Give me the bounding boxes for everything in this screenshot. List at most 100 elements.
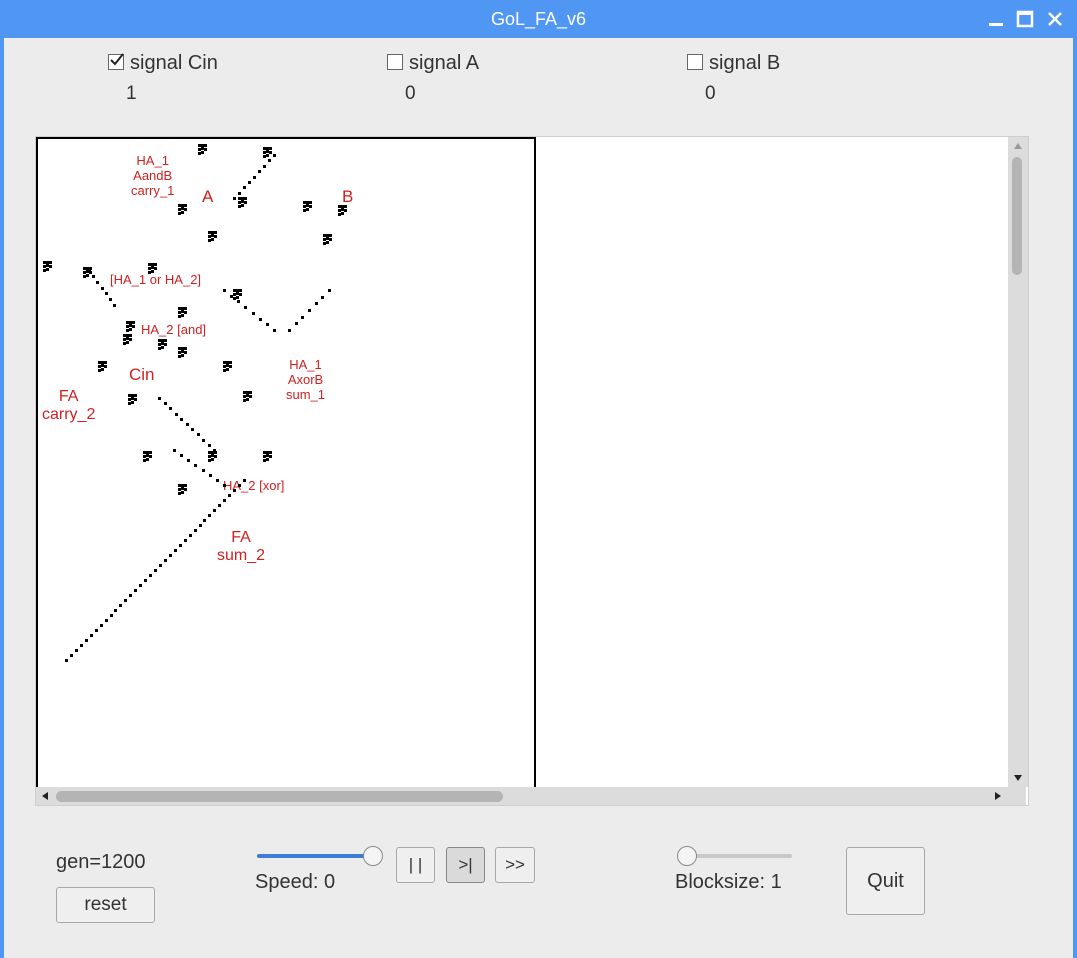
title-bar[interactable]: GoL_FA_v6 — [4, 0, 1073, 38]
live-cell — [323, 234, 326, 237]
live-cell — [46, 268, 49, 271]
scroll-up-icon[interactable] — [1013, 141, 1023, 151]
speed-slider-fill — [257, 854, 373, 858]
signal-cin-value: 1 — [126, 83, 137, 104]
live-cell — [269, 147, 272, 150]
live-cell — [329, 238, 332, 241]
horizontal-scroll-thumb[interactable] — [56, 791, 503, 802]
scroll-left-icon[interactable] — [40, 791, 50, 801]
live-cell — [161, 342, 164, 345]
live-cell — [244, 197, 247, 200]
live-cell — [46, 261, 49, 264]
live-cell — [266, 323, 269, 326]
checkbox-checked-icon[interactable] — [108, 53, 124, 70]
live-cell — [238, 484, 241, 487]
live-cell — [211, 238, 214, 241]
live-cell — [178, 204, 181, 207]
speed-slider-knob[interactable] — [363, 846, 383, 866]
live-cell — [83, 267, 86, 270]
live-cell — [128, 398, 131, 401]
live-cell — [189, 534, 192, 537]
signal-b-checkbox[interactable]: signal B 0 — [687, 52, 780, 104]
live-cell — [128, 394, 131, 397]
live-cell — [174, 549, 177, 552]
live-cell — [86, 270, 89, 273]
signal-a-checkbox[interactable]: signal A 0 — [387, 52, 479, 104]
live-cell — [181, 211, 184, 214]
live-cell — [181, 204, 184, 207]
maximize-icon[interactable] — [1015, 9, 1035, 29]
live-cell — [233, 289, 236, 292]
live-cell — [75, 649, 78, 652]
checkbox-icon[interactable] — [387, 54, 403, 70]
live-cell — [96, 281, 99, 284]
live-cell — [233, 293, 236, 296]
live-cell — [238, 192, 241, 195]
live-cell — [269, 451, 272, 454]
pause-button[interactable]: | | — [396, 847, 435, 883]
live-cell — [306, 201, 309, 204]
live-cell — [169, 407, 172, 410]
blocksize-label: Blocksize: 1 — [675, 871, 782, 893]
live-cell — [243, 395, 246, 398]
label-ha1-sum: HA_1 AxorB sum_1 — [286, 357, 326, 402]
live-cell — [211, 458, 214, 461]
close-icon[interactable] — [1045, 9, 1065, 29]
live-cell — [175, 413, 178, 416]
live-cell — [178, 315, 181, 318]
live-cell — [134, 398, 137, 401]
live-cell — [181, 491, 184, 494]
live-cell — [223, 499, 226, 502]
live-cell — [123, 334, 126, 337]
blocksize-slider-track[interactable] — [677, 854, 792, 858]
live-cell — [124, 599, 127, 602]
run-button[interactable]: >> — [495, 847, 535, 883]
live-cell — [126, 325, 129, 328]
live-cell — [184, 307, 187, 310]
live-cell — [238, 201, 241, 204]
vertical-scroll-thumb[interactable] — [1012, 157, 1022, 275]
live-cell — [308, 309, 311, 312]
simulation-viewport[interactable]: HA_1 AandB carry_1 A B [HA_1 or HA_2] HA… — [35, 136, 1029, 806]
label-ha1-carry: HA_1 AandB carry_1 — [131, 153, 175, 198]
live-cell — [211, 451, 214, 454]
live-cell — [158, 397, 161, 400]
horizontal-scrollbar[interactable] — [36, 787, 1026, 805]
live-cell — [236, 289, 239, 292]
game-of-life-grid[interactable]: HA_1 AandB carry_1 A B [HA_1 or HA_2] HA… — [36, 137, 536, 787]
live-cell — [303, 209, 306, 212]
live-cell — [86, 267, 89, 270]
live-cell — [126, 341, 129, 344]
live-cell — [143, 459, 146, 462]
live-cell — [249, 391, 252, 394]
live-cell — [258, 170, 261, 173]
quit-button[interactable]: Quit — [846, 847, 925, 915]
simulation-canvas[interactable]: HA_1 AandB carry_1 A B [HA_1 or HA_2] HA… — [36, 137, 1006, 787]
blocksize-slider-knob[interactable] — [677, 846, 697, 866]
scroll-down-icon[interactable] — [1013, 773, 1023, 783]
live-cell — [208, 231, 211, 234]
live-cell — [154, 263, 157, 266]
live-cell — [144, 579, 147, 582]
minimize-icon[interactable] — [986, 9, 1006, 29]
live-cell — [43, 261, 46, 264]
checkbox-icon[interactable] — [687, 54, 703, 70]
live-cell — [273, 154, 276, 157]
live-cell — [178, 484, 181, 487]
live-cell — [226, 361, 229, 364]
scroll-right-icon[interactable] — [993, 791, 1003, 801]
vertical-scrollbar[interactable] — [1008, 137, 1028, 787]
live-cell — [252, 312, 255, 315]
step-button[interactable]: >| — [446, 847, 485, 883]
reset-button[interactable]: reset — [56, 887, 155, 923]
live-cell — [143, 455, 146, 458]
label-cin: Cin — [129, 365, 155, 384]
live-cell — [263, 451, 266, 454]
signal-cin-checkbox[interactable]: signal Cin 1 — [108, 52, 218, 104]
live-cell — [263, 455, 266, 458]
live-cell — [180, 418, 183, 421]
live-cell — [129, 328, 132, 331]
live-cell — [158, 339, 161, 342]
live-cell — [158, 343, 161, 346]
live-cell — [131, 401, 134, 404]
